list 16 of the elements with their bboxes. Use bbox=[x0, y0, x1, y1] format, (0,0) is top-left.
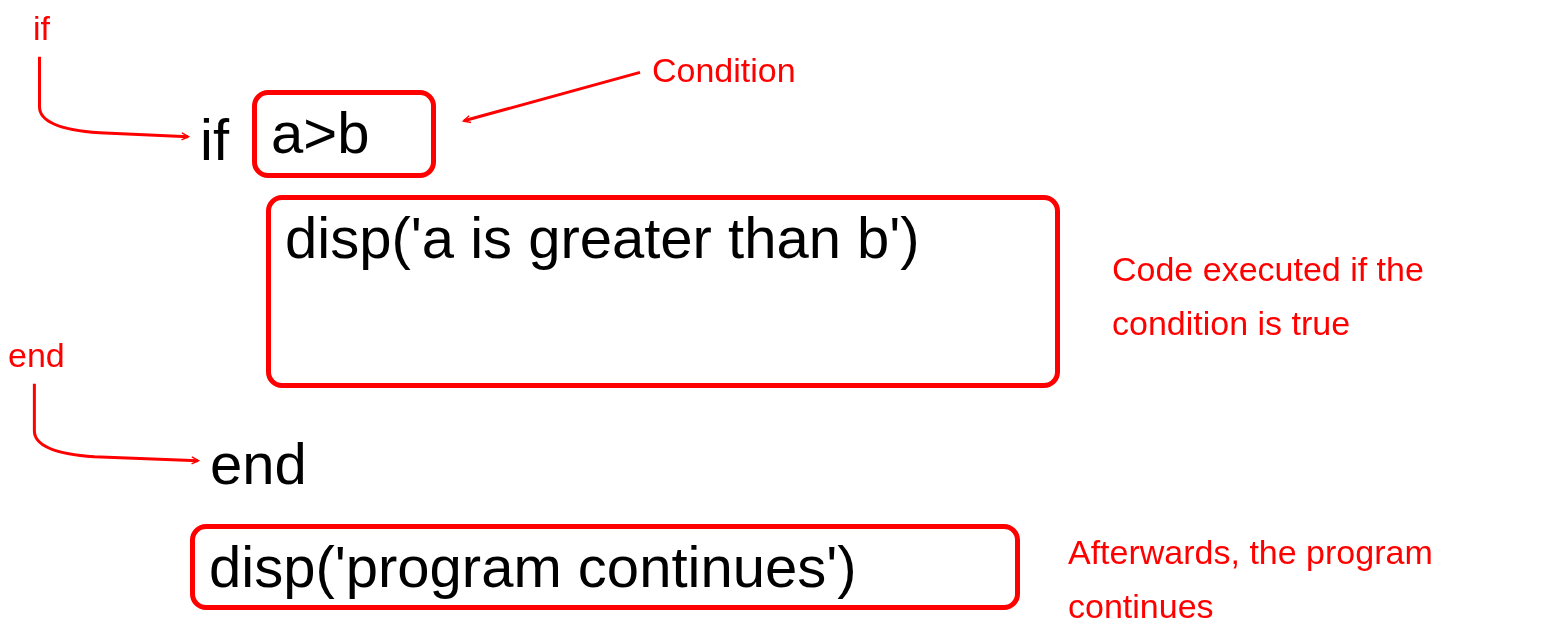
annotation-note: Code executed if the condition is true bbox=[1112, 249, 1425, 345]
annotation-text: end bbox=[8, 335, 65, 376]
code-text: a>b bbox=[271, 101, 370, 165]
highlight-box bbox=[190, 524, 1020, 610]
annotation-text: if bbox=[33, 8, 50, 49]
code-text: disp('a is greater than b') bbox=[285, 206, 920, 270]
leader-arrow bbox=[462, 70, 641, 124]
code-keyword: if bbox=[200, 108, 229, 172]
code-text: disp('program continues') bbox=[209, 535, 857, 599]
code-keyword: end bbox=[210, 432, 307, 496]
highlight-box bbox=[252, 90, 436, 178]
leader-arrow bbox=[38, 56, 190, 141]
annotation-note: Afterwards, the program continues bbox=[1068, 532, 1434, 626]
annotation-text: Condition bbox=[652, 50, 796, 91]
leader-arrow bbox=[32, 383, 200, 465]
highlight-box bbox=[266, 195, 1060, 388]
